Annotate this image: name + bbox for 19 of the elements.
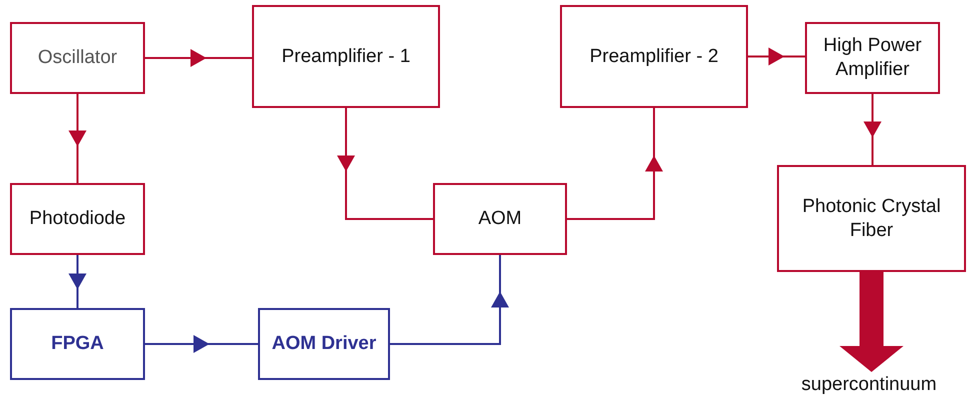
component-label: FPGA bbox=[50, 332, 105, 356]
optical-component-box bbox=[777, 165, 966, 272]
component-label: Photodiode bbox=[28, 207, 127, 231]
optical-component-box bbox=[805, 22, 940, 94]
optical-component-box bbox=[252, 5, 440, 108]
component-label: AOM bbox=[477, 207, 523, 231]
component-label: Preamplifier - 2 bbox=[588, 44, 720, 68]
control-box bbox=[258, 308, 390, 380]
output-label: supercontinuum bbox=[800, 373, 938, 397]
optical-component-box bbox=[10, 183, 145, 255]
optical-component-box bbox=[560, 5, 748, 108]
component-label: Oscillator bbox=[36, 46, 118, 70]
component-label: AOM Driver bbox=[270, 332, 378, 356]
optical-component-box bbox=[10, 22, 145, 94]
control-box bbox=[10, 308, 145, 380]
component-label: Preamplifier - 1 bbox=[280, 44, 412, 68]
component-label: Photonic Crystal Fiber bbox=[801, 194, 942, 242]
component-label: High Power Amplifier bbox=[822, 34, 923, 82]
optical-component-box bbox=[433, 183, 567, 255]
